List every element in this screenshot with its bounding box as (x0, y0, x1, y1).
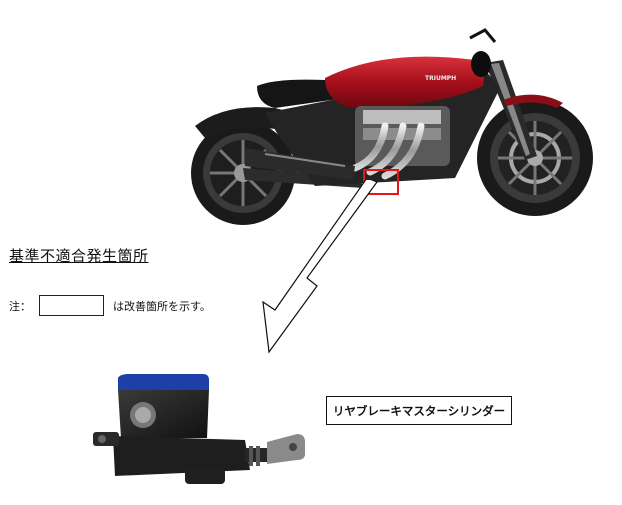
reservoir-cap (118, 374, 209, 390)
front-wheel (477, 100, 593, 216)
part-label-text: リヤブレーキマスターシリンダー (332, 403, 506, 418)
master-cylinder-image (93, 374, 305, 484)
note-label: 注： (9, 300, 31, 313)
motorcycle-image: TRIUMPH (191, 28, 593, 225)
page-title: 基準不適合発生箇所 (9, 247, 149, 265)
legend-box-sample (39, 295, 104, 316)
tank-logo: TRIUMPH (425, 75, 456, 82)
callout-arrow (262, 180, 378, 354)
part-label-box: リヤブレーキマスターシリンダー (326, 396, 512, 425)
note-text: は改善箇所を示す。 (113, 300, 211, 313)
